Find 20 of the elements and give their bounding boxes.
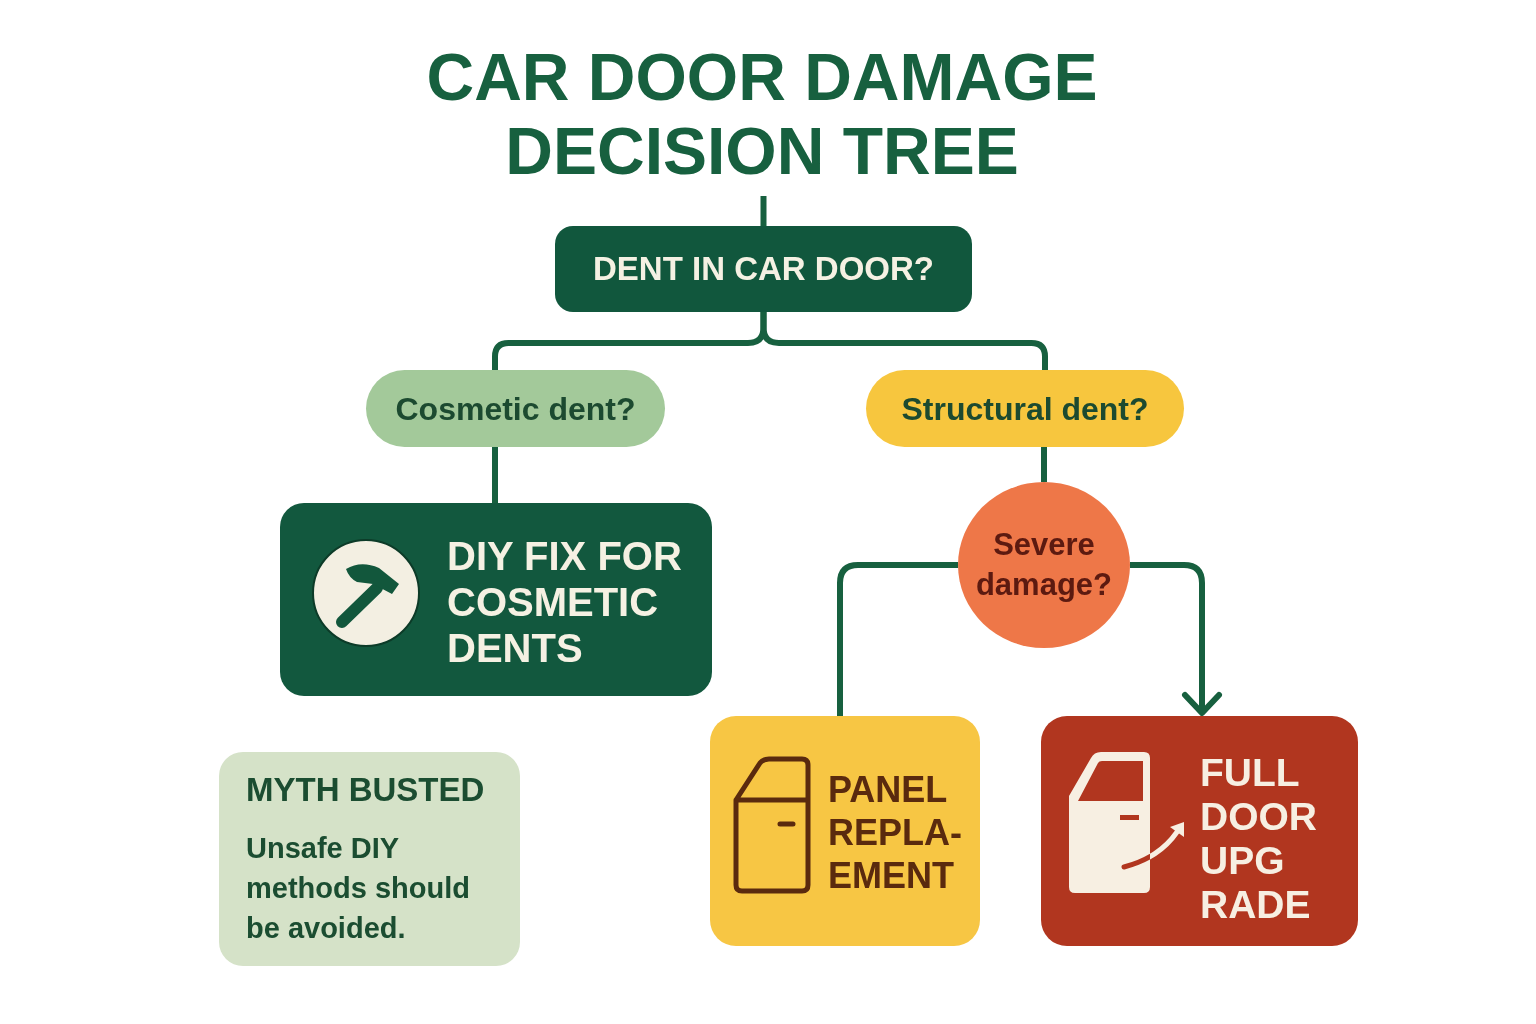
outcome-text: PANEL REPLA- EMENT: [828, 768, 963, 897]
note-box: [219, 752, 520, 966]
question-text: Structural dent?: [901, 389, 1149, 429]
connector-line: [837, 562, 958, 716]
outcome-text: DIY FIX FOR COSMETIC DENTS: [447, 533, 683, 671]
question-text: DENT IN CAR DOOR?: [593, 249, 934, 289]
note-text: Unsafe DIY methods should be avoided.: [246, 831, 471, 946]
diagram-title: CAR DOOR DAMAGE DECISION TREE: [425, 40, 1099, 188]
outcome-box: [280, 503, 712, 696]
note-heading: MYTH BUSTED: [246, 770, 486, 810]
decision-box: [555, 226, 972, 312]
question-text: Severe damage?: [974, 526, 1114, 604]
connector-line: [760, 196, 767, 226]
outcome-box: [710, 716, 980, 946]
question-text: Cosmetic dent?: [395, 389, 636, 429]
arrow: [1130, 562, 1222, 716]
connector-line: [1041, 447, 1047, 482]
connector-line: [492, 447, 498, 503]
outcome-text: FULL DOOR UPG RADE: [1200, 751, 1318, 927]
outcome-box: [1041, 716, 1358, 946]
